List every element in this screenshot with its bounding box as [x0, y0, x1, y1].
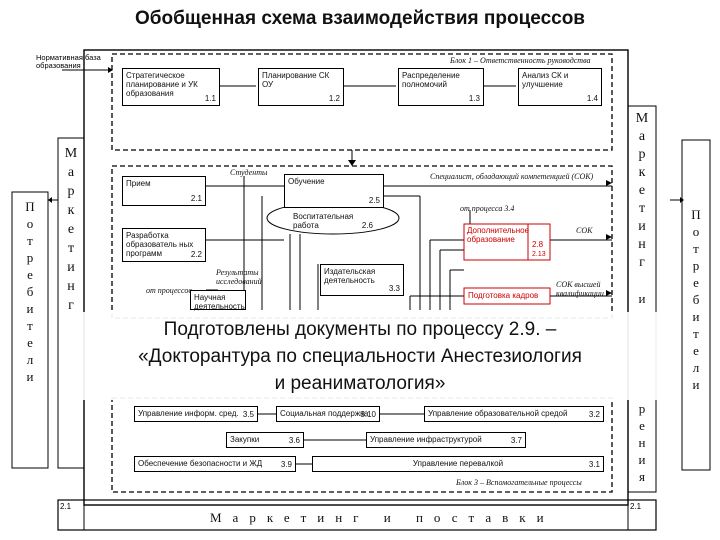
block1-label: Блок 1 – Ответственность руководства [450, 56, 591, 65]
process-box-3-6[interactable]: Закупки 3.6 [226, 432, 304, 448]
process-text: Распределение полномочий [402, 71, 460, 89]
process-box-3-7[interactable]: Управление инфраструктурой 3.7 [366, 432, 526, 448]
process-num: 2.5 [368, 196, 380, 205]
process-text: Воспитательная работа [293, 212, 354, 230]
process-box-2-2[interactable]: Разработка образователь ных программ 2.2 [122, 228, 206, 262]
process-box-3-3[interactable]: Издательская деятельность 3.3 [320, 264, 404, 296]
sok-label: СОК [576, 226, 593, 235]
process-num: 1.4 [586, 94, 598, 103]
process-box-nauch[interactable]: Научная деятельность [190, 290, 246, 311]
process-box-1-4[interactable]: Анализ СК и улучшение 1.4 [518, 68, 602, 106]
process-box-3-10[interactable]: Социальная поддержка 3.10 [276, 406, 380, 422]
process-num: 3.5 [242, 410, 254, 419]
process-text: Управление инфраструктурой [370, 435, 482, 444]
process-text: Управление образовательной средой [428, 409, 568, 418]
process-text: Издательская деятельность [324, 267, 376, 285]
process-box-1-1[interactable]: Стратегическое планирование и УК образов… [122, 68, 220, 106]
sok-high-label: СОК высшей квалификации [556, 280, 604, 298]
process-text: Научная деятельность [194, 293, 245, 311]
process-text: Обучение [288, 177, 325, 186]
overlay-line-2: «Докторантура по специальности Анестезио… [138, 346, 582, 367]
process-text: Прием [126, 179, 151, 188]
process-box-2-6[interactable]: Воспитательная работа 2.6 [290, 210, 376, 232]
block3-label: Блок 3 – Вспомогательные процессы [456, 478, 582, 487]
process-text: Планирование СК ОУ [262, 71, 330, 89]
process-text: Стратегическое планирование и УК образов… [126, 71, 198, 98]
dop-obr-num2: 2.13 [532, 251, 546, 258]
process-box-3-1[interactable]: Управление перевалкой 3.1 [312, 456, 604, 472]
process-box-1-3[interactable]: Распределение полномочий 1.3 [398, 68, 484, 106]
process-text: Управление перевалкой [412, 459, 504, 468]
process-num: 3.6 [288, 436, 300, 445]
process-num: 2.2 [190, 250, 202, 259]
process-text: Социальная поддержка [280, 409, 369, 418]
process-text: Закупки [230, 435, 260, 444]
process-num: 3.9 [280, 460, 292, 469]
dop-obr-num: 2.8 [532, 240, 544, 249]
text-overlay-background [60, 312, 660, 400]
podgot-text: Подготовка кадров [468, 291, 539, 300]
process-num: 2.6 [361, 221, 373, 230]
bottom-num-right: 2.1 [630, 502, 642, 511]
overlay-line-1: Подготовлены документы по процессу 2.9. … [163, 319, 557, 340]
process-box-3-2[interactable]: Управление образовательной средой 3.2 [424, 406, 604, 422]
process-box-1-2[interactable]: Планирование СК ОУ 1.2 [258, 68, 344, 106]
process-num: 3.10 [360, 410, 376, 419]
overlay-line-3: и реаниматология» [274, 373, 446, 394]
normative-base-label: Нормативная база образования [36, 53, 101, 70]
process-num: 1.1 [204, 94, 216, 103]
process-box-2-5[interactable]: Обучение 2.5 [284, 174, 384, 208]
dop-obr-text: Дополнительное образование [467, 226, 530, 244]
overlay-caption: Подготовлены документы по процессу 2.9. … [60, 316, 660, 397]
bottom-marketing-supply: Маркетинг и поставки [210, 510, 555, 525]
from-processes-label: от процессов [146, 286, 192, 295]
process-num: 3.3 [388, 284, 400, 293]
page-title: Обобщенная схема взаимодействия процессо… [134, 8, 585, 29]
process-box-3-5[interactable]: Управление информ. сред. 3.5 [134, 406, 258, 422]
process-num: 1.2 [328, 94, 340, 103]
process-text: Разработка образователь ных программ [126, 231, 194, 258]
process-num: 3.7 [510, 436, 522, 445]
process-text: Управление информ. сред. [138, 409, 239, 418]
process-num: 1.3 [468, 94, 480, 103]
right-lower-letters: и [638, 291, 646, 306]
process-num: 3.2 [588, 410, 600, 419]
bottom-num-left: 2.1 [60, 502, 72, 511]
process-box-3-9[interactable]: Обеспечение безопасности и ЖД 3.9 [134, 456, 296, 472]
process-text: Обеспечение безопасности и ЖД [138, 459, 263, 468]
process-num: 3.1 [588, 460, 600, 469]
process-box-2-1[interactable]: Прием 2.1 [122, 176, 206, 206]
process-text: Анализ СК и улучшение [522, 71, 569, 89]
sok-top-label: Специалист, обладающий компетенцией (СОК… [430, 172, 594, 181]
from-process-34: от процесса 3.4 [460, 204, 515, 213]
results-label: Результаты исследований [216, 268, 262, 286]
process-num: 2.1 [190, 194, 202, 203]
student-label: Студенты [230, 168, 268, 177]
